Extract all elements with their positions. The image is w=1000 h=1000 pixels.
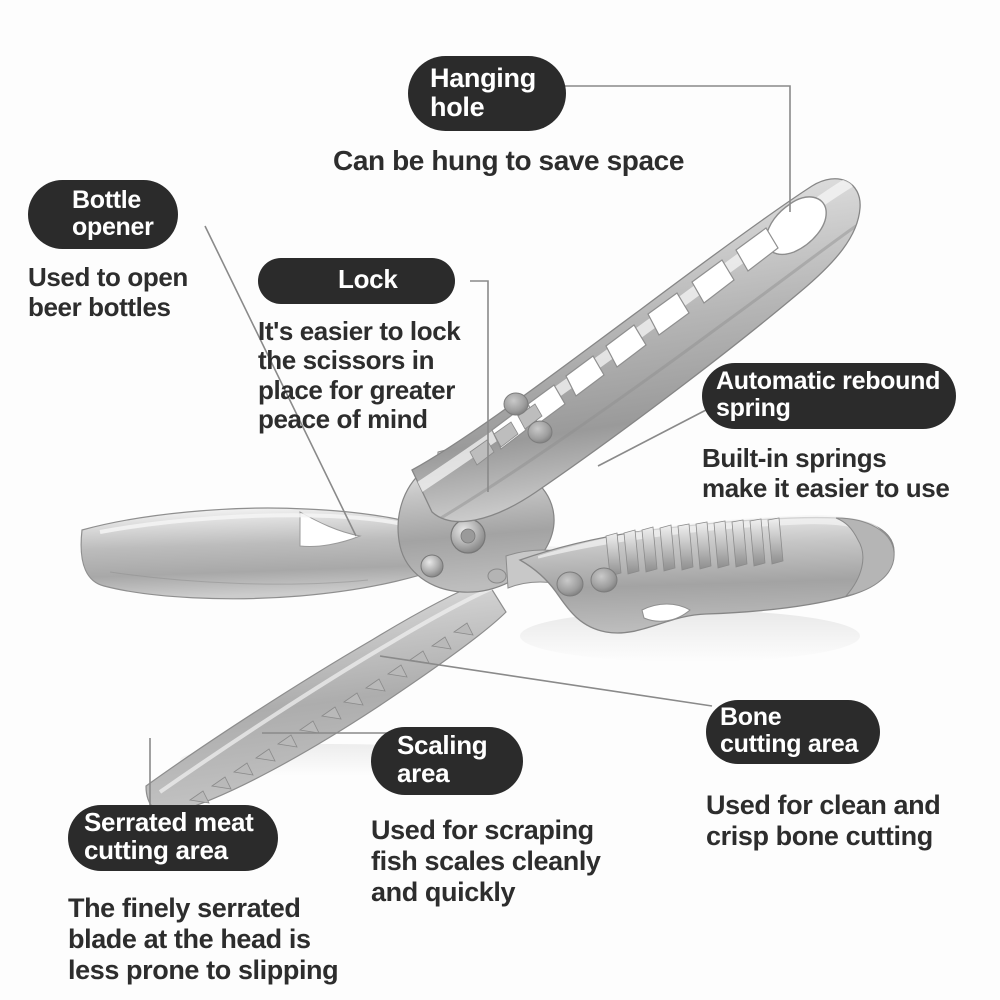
callout-lock: Lock It's easier to lock the scissors in… bbox=[258, 258, 528, 435]
lower-handle-rivet bbox=[556, 571, 584, 597]
callout-description-bottle-opener: Used to open beer bottles bbox=[28, 262, 188, 322]
lower-handle bbox=[518, 515, 895, 634]
lower-handle-rivet bbox=[590, 567, 618, 593]
callout-serrated-meat-cutting-area: Serrated meat cutting area The finely se… bbox=[68, 805, 388, 985]
bone-cutting-notch bbox=[641, 603, 691, 622]
callout-bone-cutting-area: Bone cutting area Used for clean and cri… bbox=[706, 700, 996, 852]
handle-grip-ridges bbox=[605, 517, 784, 577]
callout-description-bone-cutting-area: Used for clean and crisp bone cutting bbox=[706, 790, 941, 851]
callout-label-automatic-rebound-spring: Automatic rebound spring bbox=[702, 363, 957, 429]
upper-handle bbox=[411, 178, 861, 523]
callout-label-hanging-hole: Hanging hole bbox=[408, 56, 566, 132]
handle-grip-cutouts bbox=[491, 227, 779, 450]
callout-hanging-hole: Hanging hole Can be hung to save space bbox=[333, 56, 808, 177]
callout-label-scaling-area: Scaling area bbox=[371, 727, 524, 796]
upper-blade bbox=[80, 507, 471, 600]
callout-label-serrated-meat-cutting-area: Serrated meat cutting area bbox=[68, 805, 278, 872]
callout-description-scaling-area: Used for scraping fish scales cleanly an… bbox=[371, 815, 601, 907]
lock-screw bbox=[420, 554, 444, 578]
callout-description-serrated-meat-cutting-area: The finely serrated blade at the head is… bbox=[68, 893, 339, 985]
callout-label-lock: Lock bbox=[258, 258, 456, 304]
callout-label-bone-cutting-area: Bone cutting area bbox=[706, 700, 881, 764]
callout-automatic-rebound-spring: Automatic rebound spring Built-in spring… bbox=[702, 363, 998, 503]
callout-scaling-area: Scaling area Used for scraping fish scal… bbox=[371, 727, 671, 907]
callout-description-lock: It's easier to lock the scissors in plac… bbox=[258, 315, 461, 435]
handle-rivet bbox=[503, 392, 529, 416]
callout-description-hanging-hole: Can be hung to save space bbox=[333, 145, 684, 177]
callout-label-bottle-opener: Bottle opener bbox=[28, 180, 178, 249]
callout-description-automatic-rebound-spring: Built-in springs make it easier to use bbox=[702, 443, 950, 503]
handle-rivet bbox=[527, 420, 553, 444]
callout-bottle-opener: Bottle opener Used to open beer bottles bbox=[28, 180, 298, 322]
